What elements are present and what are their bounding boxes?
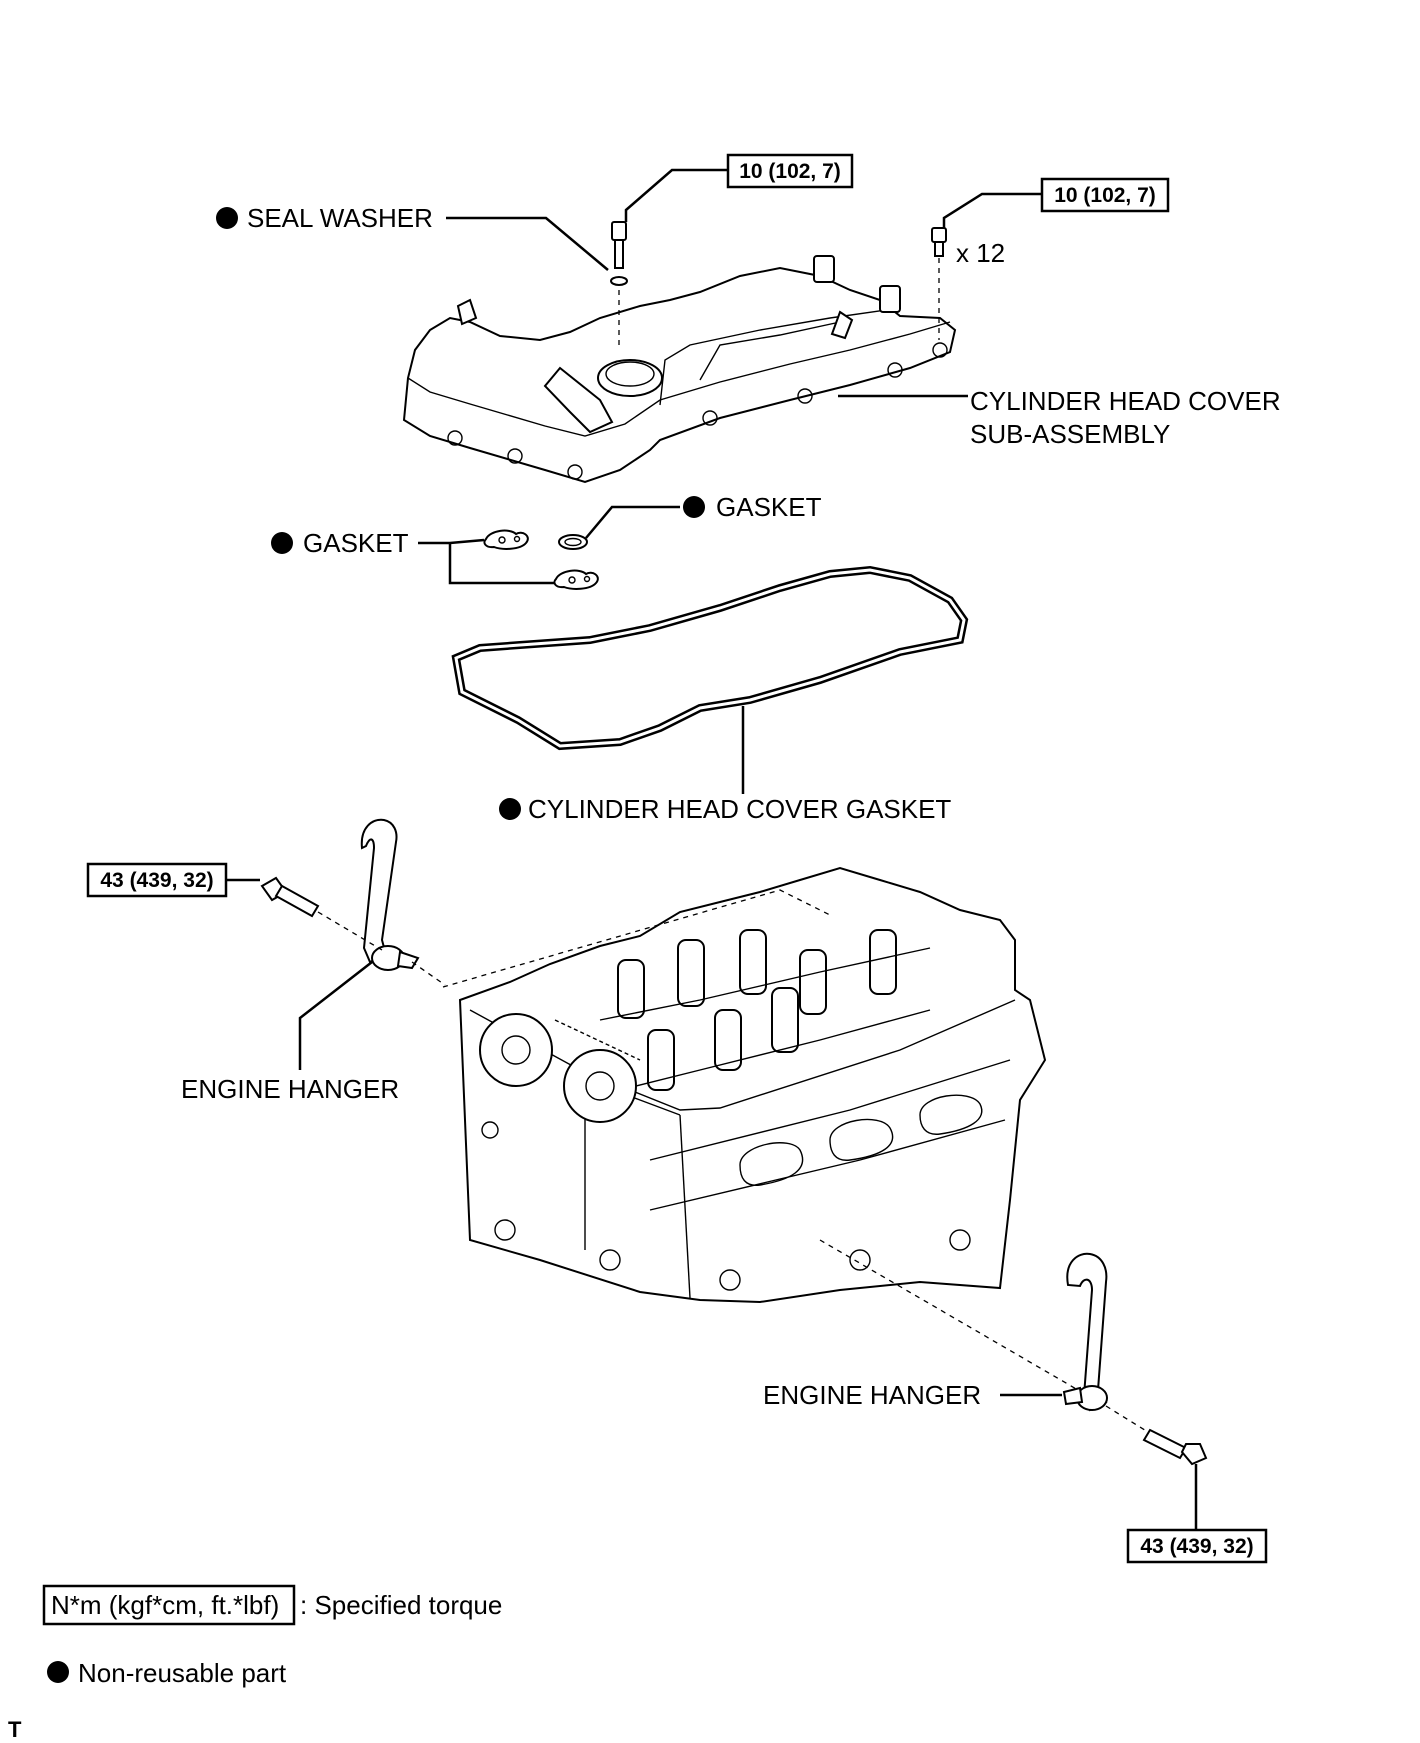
non-reusable-mark [499,798,521,820]
gasket-label-right: GASKET [716,492,822,522]
torque-seal-washer-bolt: 10 (102, 7) [739,160,841,183]
engine-hanger-right [1062,1252,1108,1412]
torque-box-cover-bolts [1040,177,1170,213]
engine-hanger-left-bolt [260,876,320,918]
cover-bolt [931,227,947,257]
non-reusable-mark [271,532,293,554]
legend-non-reusable-mark [47,1661,69,1683]
non-reusable-mark [216,207,238,229]
non-reusable-mark [683,496,705,518]
o-ring-gasket [558,534,588,550]
legend-specified-torque: : Specified torque [300,1590,502,1620]
small-gasket-lower [553,569,599,590]
cylinder-head-cover-label-line2: SUB-ASSEMBLY [970,419,1170,449]
engine-hanger-left [360,818,420,971]
legend-unit-text: N*m (kgf*cm, ft.*lbf) [51,1590,279,1620]
seal-washer-bolt [610,221,628,286]
legend: N*m (kgf*cm, ft.*lbf) : Specified torque… [42,1584,502,1688]
cylinder-head-cover-gasket [451,565,969,751]
cylinder-head-cover-gasket-label: CYLINDER HEAD COVER GASKET [528,794,951,824]
torque-box-seal-washer-bolt [726,153,854,189]
torque-box-hanger-right-bolt [1126,1528,1268,1564]
seal-washer-label: SEAL WASHER [247,203,433,233]
torque-hanger-left-bolt: 43 (439, 32) [100,869,213,892]
cylinder-head-cover-label-line1: CYLINDER HEAD COVER [970,386,1281,416]
legend-torque-box [42,1584,296,1626]
legend-non-reusable-part: Non-reusable part [78,1658,287,1688]
gasket-label-left: GASKET [303,528,409,558]
torque-cover-bolts: 10 (102, 7) [1054,184,1156,207]
cylinder-head [458,866,1047,1304]
engine-hanger-right-label: ENGINE HANGER [763,1380,981,1410]
torque-box-hanger-left-bolt [86,862,228,898]
engine-hanger-left-label: ENGINE HANGER [181,1074,399,1104]
cylinder-head-cover [402,255,957,484]
torque-hanger-right-bolt: 43 (439, 32) [1140,1535,1253,1558]
corner-mark: T [8,1717,22,1742]
engine-hanger-right-bolt [1142,1428,1208,1466]
small-gasket-upper [483,529,529,550]
quantity-label: x 12 [956,238,1005,268]
